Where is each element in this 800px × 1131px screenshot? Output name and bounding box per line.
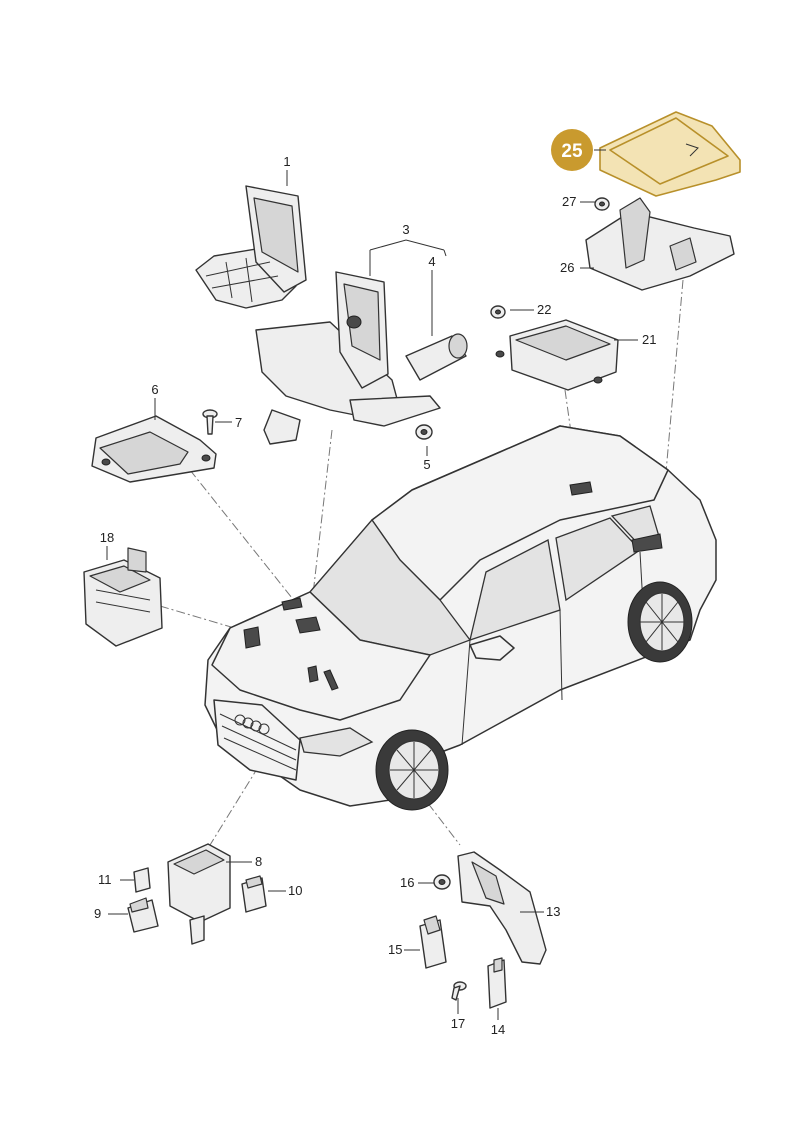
callout-21: 21 <box>642 332 656 347</box>
part-18-control-unit <box>83 547 163 647</box>
part-8-switch <box>167 843 231 945</box>
part-9-relay <box>127 897 159 933</box>
part-10-relay <box>241 875 267 913</box>
part-6-control-unit <box>91 415 217 483</box>
callout-4: 4 <box>428 254 435 269</box>
callout-6: 6 <box>151 382 158 397</box>
part-7-bolt <box>202 409 218 435</box>
callout-3: 3 <box>402 222 409 237</box>
part-5-nut <box>415 424 433 440</box>
callout-17: 17 <box>451 1016 465 1031</box>
part-16-nut <box>433 874 451 890</box>
part-3-fuse-box <box>255 271 441 445</box>
part-14-sensor <box>487 957 507 1009</box>
callout-22: 22 <box>537 302 551 317</box>
callout-5: 5 <box>423 457 430 472</box>
part-11-fuse <box>133 867 151 893</box>
callout-18: 18 <box>100 530 114 545</box>
part-13-bracket <box>457 851 547 965</box>
part-4-socket <box>405 333 468 381</box>
leader-lines <box>106 149 638 1020</box>
callout-labels: 1 3 4 5 6 7 18 22 21 27 26 8 10 11 9 16 … <box>94 129 656 1037</box>
callout-15: 15 <box>388 942 402 957</box>
part-21-control-unit <box>495 319 619 391</box>
part-15-connector <box>419 915 447 969</box>
callout-16: 16 <box>400 875 414 890</box>
part-17-screw <box>451 981 467 1001</box>
callout-1: 1 <box>283 154 290 169</box>
callout-8: 8 <box>255 854 262 869</box>
callout-9: 9 <box>94 906 101 921</box>
callout-11: 11 <box>98 872 112 887</box>
callout-7: 7 <box>235 415 242 430</box>
callout-13: 13 <box>546 904 560 919</box>
part-26-bracket <box>585 197 735 291</box>
part-22-nut <box>490 305 506 319</box>
callout-27: 27 <box>562 194 576 209</box>
part-1-fuse-carrier <box>195 185 307 309</box>
callout-25: 25 <box>561 141 583 162</box>
car-body <box>204 425 717 811</box>
callout-26: 26 <box>560 260 574 275</box>
part-25-control-unit-highlighted <box>599 111 741 197</box>
callout-14: 14 <box>491 1022 505 1037</box>
part-27-nut <box>594 197 610 211</box>
callout-25-badge <box>551 129 593 171</box>
callout-10: 10 <box>288 883 302 898</box>
